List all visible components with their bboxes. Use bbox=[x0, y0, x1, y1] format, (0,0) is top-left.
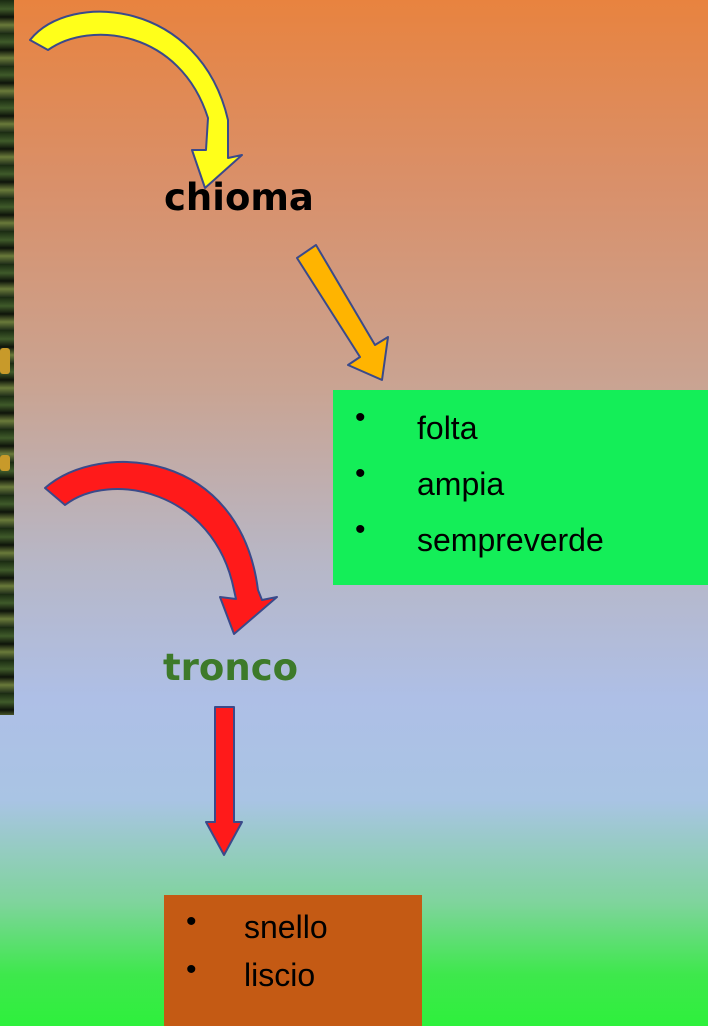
list-item: • folta bbox=[333, 390, 708, 446]
trait-text: snello bbox=[244, 909, 328, 945]
trait-text: sempreverde bbox=[417, 522, 604, 558]
bullet-icon: • bbox=[186, 953, 197, 986]
list-item: • snello bbox=[164, 895, 422, 945]
orange-diagonal-arrow bbox=[296, 244, 389, 381]
list-item: • sempreverde bbox=[333, 502, 708, 558]
red-curved-arrow bbox=[44, 461, 278, 635]
list-item: • liscio bbox=[164, 943, 422, 993]
bullet-icon: • bbox=[355, 401, 366, 434]
red-down-arrow bbox=[205, 706, 243, 856]
yellow-curved-arrow bbox=[29, 10, 243, 189]
bullet-icon: • bbox=[355, 457, 366, 490]
photo-highlight bbox=[0, 348, 10, 374]
photo-highlight bbox=[0, 455, 10, 471]
bullet-icon: • bbox=[355, 513, 366, 546]
chioma-traits-box: • folta • ampia • sempreverde bbox=[333, 390, 708, 585]
bullet-icon: • bbox=[186, 905, 197, 938]
list-item: • ampia bbox=[333, 446, 708, 502]
tronco-traits-box: • snello • liscio bbox=[164, 895, 422, 1026]
trait-text: ampia bbox=[417, 466, 505, 502]
trait-text: folta bbox=[417, 410, 478, 446]
trait-text: liscio bbox=[244, 957, 316, 993]
chioma-label: chioma bbox=[164, 176, 314, 219]
tree-photo-edge bbox=[0, 0, 14, 715]
tronco-label: tronco bbox=[163, 646, 299, 689]
